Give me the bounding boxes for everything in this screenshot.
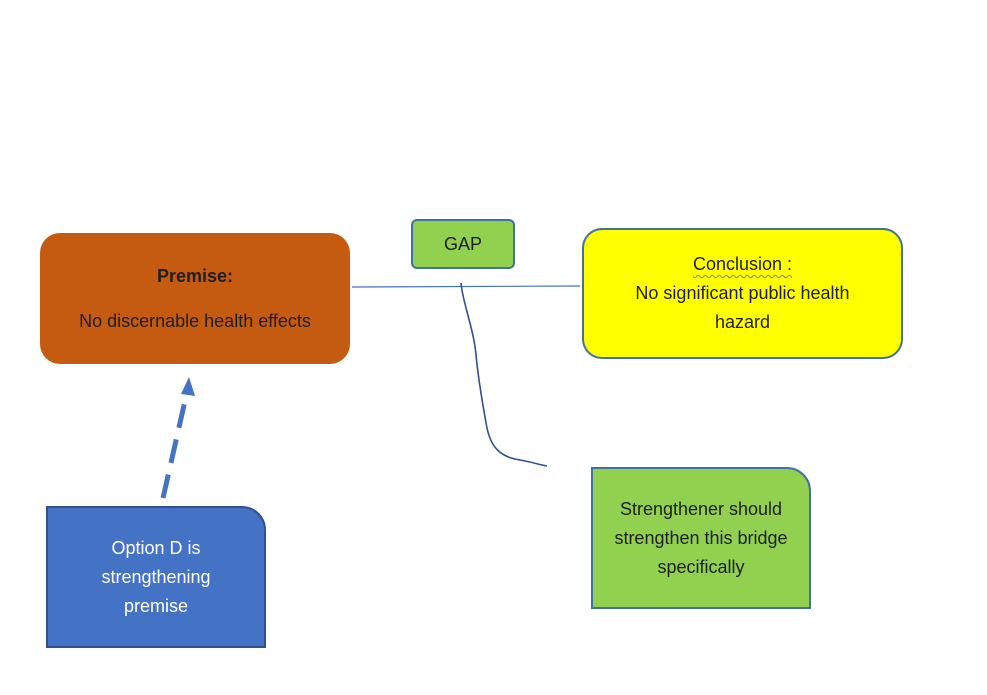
strengthener-box: Strengthener should strengthen this brid…: [591, 467, 811, 609]
premise-text: No discernable health effects: [79, 310, 311, 331]
gap-to-strengthener-curve: [460, 282, 548, 467]
premise-heading: Premise:: [156, 265, 234, 286]
conclusion-text: No significant public health hazard: [635, 283, 850, 332]
premise-conclusion-bridge-line: [351, 285, 581, 288]
dashed-arrow-head: [181, 377, 195, 396]
premise-box: Premise: No discernable health effects: [40, 233, 350, 364]
strengthener-text: Strengthener should strengthen this brid…: [614, 498, 788, 577]
conclusion-box: Conclusion : No significant public healt…: [582, 228, 903, 359]
option-d-text: Option D is strengthening premise: [101, 537, 211, 616]
option-to-premise-dashed-arrow: [160, 391, 190, 499]
option-d-box: Option D is strengthening premise: [46, 506, 266, 648]
gap-box: GAP: [411, 219, 515, 269]
conclusion-heading: Conclusion :: [692, 254, 793, 274]
gap-label: GAP: [443, 233, 482, 254]
